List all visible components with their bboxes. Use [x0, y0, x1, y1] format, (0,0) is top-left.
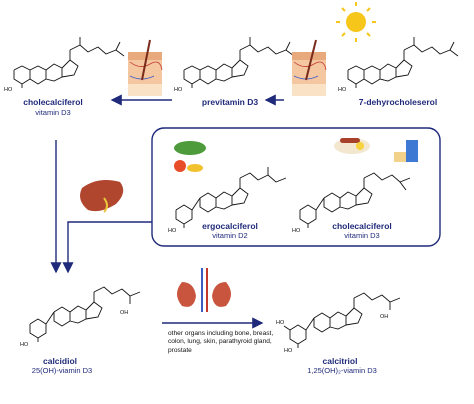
vitamin-d3-box-label: vitamin D3 — [344, 231, 380, 240]
ergocalciferol-label: ergocalciferol — [202, 221, 258, 231]
sun-icon — [336, 2, 376, 42]
liver-icon — [80, 180, 124, 213]
vitamin-d3-label: vitamin D3 — [35, 108, 71, 117]
calcidiol-structure — [29, 286, 141, 342]
kidney-icon — [177, 268, 231, 312]
skin-section-icon — [292, 39, 327, 96]
ergocalciferol-structure — [175, 167, 287, 228]
svg-text:HO: HO — [292, 228, 301, 234]
dietary-sources-box — [151, 127, 441, 247]
dehydrocholesterol-label: 7-dehyrocholeserol — [358, 97, 438, 107]
other-organs-note: other organs including bone, breast, col… — [168, 330, 274, 354]
cholecalciferol-box-label: cholecalciferol — [332, 221, 392, 231]
arrow-dietary-to-calcidiol — [62, 221, 152, 274]
calcidiol-label: calcidiol — [42, 356, 77, 366]
vegetables-icon — [174, 141, 206, 172]
svg-text:HO: HO — [338, 87, 347, 93]
ho-group-label: HO — [4, 87, 13, 93]
cholecalciferol-box-structure — [299, 172, 411, 228]
svg-text:HO: HO — [20, 342, 29, 348]
breakfast-icon — [334, 138, 370, 154]
calcitriol-label: calcitriol — [322, 356, 358, 366]
svg-text:OH: OH — [380, 314, 388, 320]
milk-icon — [394, 140, 418, 162]
previtamin-structure — [183, 37, 295, 88]
calcitriol-structure — [283, 292, 401, 348]
dehydrocholesterol-structure — [347, 37, 459, 88]
cholecalciferol-label: cholecalciferol — [23, 97, 83, 107]
previtamin-label: previtamin D3 — [201, 97, 259, 107]
skin-section-icon — [128, 39, 163, 96]
svg-text:HO: HO — [276, 320, 285, 326]
svg-text:HO: HO — [284, 348, 293, 354]
calcidiol-sub-label: 25(OH)-viamin D3 — [31, 366, 93, 375]
cholecalciferol-top-structure — [13, 37, 125, 88]
svg-text:HO: HO — [168, 228, 177, 234]
calcitriol-sub-label: 1,25(OH)₂-viamin D3 — [307, 366, 377, 375]
vitamin-d2-label: vitamin D2 — [212, 231, 248, 240]
svg-text:OH: OH — [120, 310, 128, 316]
svg-text:HO: HO — [174, 87, 183, 93]
